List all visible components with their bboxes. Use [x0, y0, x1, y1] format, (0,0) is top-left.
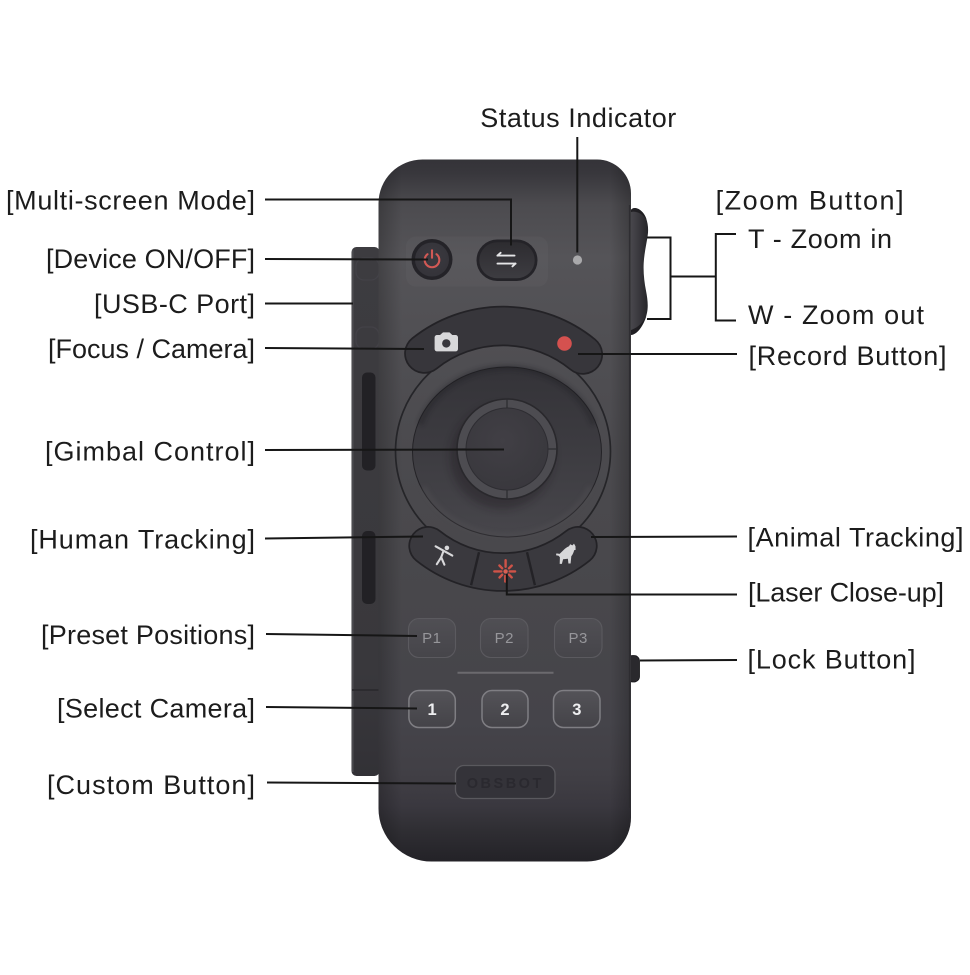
svg-text:[Select Camera]: [Select Camera] [57, 694, 255, 724]
svg-text:T - Zoom in: T - Zoom in [748, 224, 892, 254]
svg-text:[USB-C Port]: [USB-C Port] [94, 289, 255, 319]
svg-text:Status Indicator: Status Indicator [480, 103, 676, 133]
svg-text:[Zoom Button]: [Zoom Button] [716, 186, 904, 216]
svg-text:[Multi-screen Mode]: [Multi-screen Mode] [6, 186, 255, 216]
svg-text:[Custom Button]: [Custom Button] [47, 770, 255, 800]
svg-text:[Lock Button]: [Lock Button] [748, 645, 916, 675]
svg-text:[Gimbal Control]: [Gimbal Control] [45, 437, 255, 467]
svg-text:W - Zoom out: W - Zoom out [748, 300, 924, 330]
svg-text:1: 1 [428, 701, 437, 719]
svg-text:OBSBOT: OBSBOT [467, 776, 544, 792]
svg-text:[Preset Positions]: [Preset Positions] [41, 620, 255, 650]
svg-text:[Focus / Camera]: [Focus / Camera] [48, 334, 255, 364]
svg-text:[Device ON/OFF]: [Device ON/OFF] [46, 244, 255, 274]
svg-text:2: 2 [500, 701, 509, 719]
svg-text:P3: P3 [569, 630, 588, 647]
svg-text:P1: P1 [422, 630, 441, 647]
svg-text:P2: P2 [495, 630, 514, 647]
svg-text:3: 3 [572, 701, 581, 719]
svg-text:[Record Button]: [Record Button] [749, 341, 947, 371]
svg-text:[Laser Close-up]: [Laser Close-up] [748, 578, 944, 608]
svg-text:[Human Tracking]: [Human Tracking] [30, 525, 255, 555]
svg-text:[Animal Tracking]: [Animal Tracking] [748, 523, 964, 553]
